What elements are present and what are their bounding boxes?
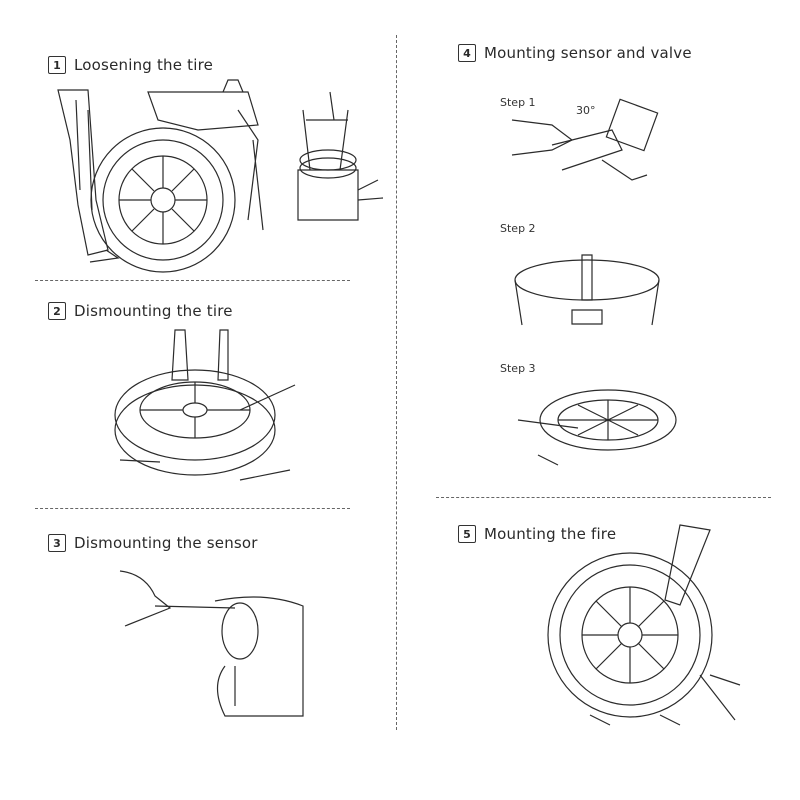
divider-1-2 [35, 280, 350, 281]
section-heading: 5 Mounting the fire [458, 525, 616, 543]
step-badge: 1 [48, 56, 66, 74]
step-badge: 2 [48, 302, 66, 320]
step-3-illustration [518, 380, 678, 470]
section-title: Mounting sensor and valve [484, 44, 692, 62]
angle-label: 30° [576, 104, 596, 117]
divider-2-3 [35, 508, 350, 509]
step-1-label: Step 1 [500, 96, 536, 109]
step-badge: 4 [458, 44, 476, 62]
section-loosening: 1 Loosening the tire [0, 0, 396, 280]
dismounting-sensor-illustration [115, 566, 305, 726]
center-divider [396, 35, 397, 730]
step-2-label: Step 2 [500, 222, 536, 235]
section-mounting-sensor: 4 Mounting sensor and valve Step 1 30° S… [400, 0, 800, 497]
step-badge: 3 [48, 534, 66, 552]
section-mounting-tire: 5 Mounting the fire [400, 497, 800, 800]
divider-4-5 [436, 497, 771, 498]
step-2-illustration [512, 250, 662, 335]
section-title: Dismounting the sensor [74, 534, 258, 552]
section-title: Mounting the fire [484, 525, 617, 543]
section-heading: 1 Loosening the tire [48, 56, 213, 74]
step-1-illustration [512, 100, 662, 190]
step-3-label: Step 3 [500, 362, 536, 375]
loosening-illustration [48, 80, 388, 270]
section-title: Loosening the tire [74, 56, 214, 74]
section-title: Dismounting the tire [74, 302, 233, 320]
section-heading: 3 Dismounting the sensor [48, 534, 258, 552]
mounting-tire-illustration [550, 525, 750, 725]
step-badge: 5 [458, 525, 476, 543]
section-dismounting-sensor: 3 Dismounting the sensor [0, 508, 396, 800]
section-heading: 2 Dismounting the tire [48, 302, 233, 320]
dismounting-tire-illustration [100, 330, 310, 490]
section-heading: 4 Mounting sensor and valve [458, 44, 692, 62]
section-dismounting-tire: 2 Dismounting the tire [0, 280, 396, 508]
